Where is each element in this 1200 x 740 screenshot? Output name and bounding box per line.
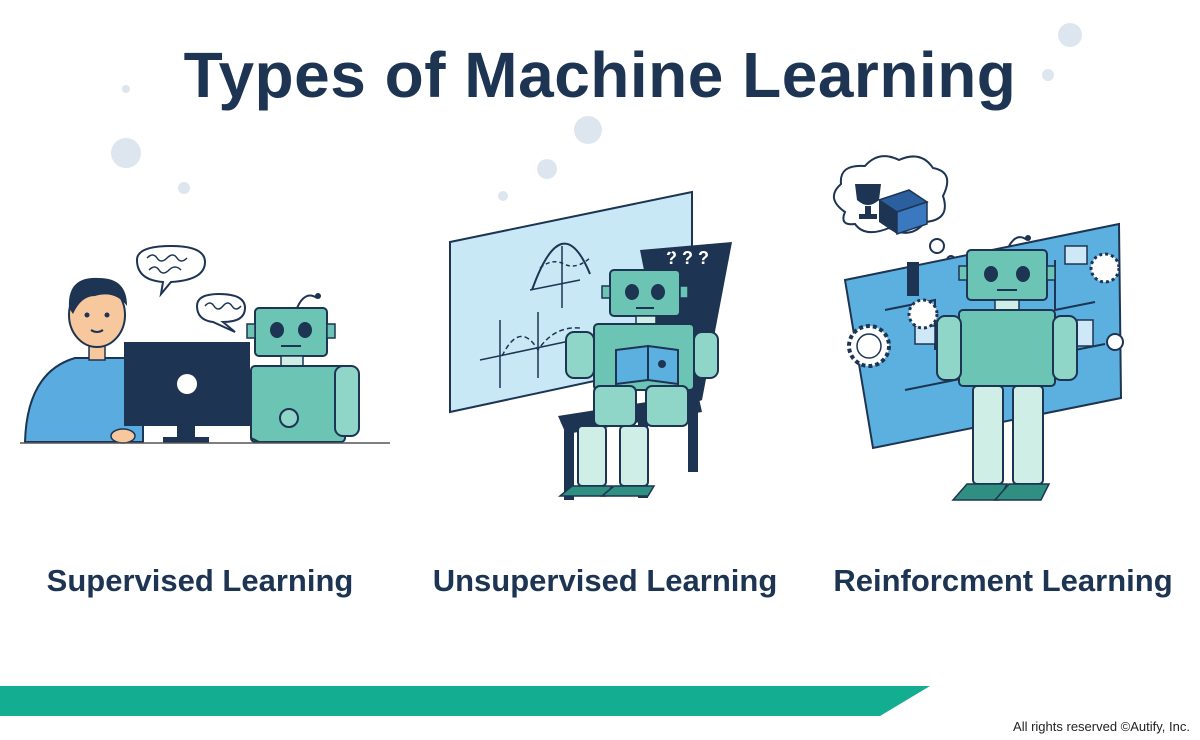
reinforcement-illustration <box>825 150 1180 550</box>
book-icon <box>615 344 679 386</box>
speech-bubble-icon <box>135 244 247 333</box>
robot-icon <box>246 293 360 443</box>
supervised-learning-label: Supervised Learning <box>46 563 354 598</box>
trophy-icon <box>855 184 881 219</box>
thought-bubble-icon <box>833 155 956 265</box>
computer-monitor-icon <box>124 342 250 443</box>
unsupervised-learning-label: Unsupervised Learning <box>432 563 778 598</box>
unsupervised-illustration: ? ? ? <box>440 150 760 550</box>
person-icon <box>23 277 145 444</box>
copyright-notice: All rights reserved ©Autify, Inc. <box>1013 719 1190 734</box>
footer-stripe <box>0 686 930 716</box>
gear-icon <box>847 252 1124 368</box>
page-title: Types of Machine Learning <box>183 39 1017 111</box>
reinforcement-learning-label: Reinforcment Learning <box>833 563 1173 598</box>
supervised-illustration <box>15 150 395 550</box>
question-marks-icon: ? ? ? <box>666 248 709 268</box>
gift-box-icon <box>877 189 929 236</box>
robot-icon <box>936 235 1078 501</box>
